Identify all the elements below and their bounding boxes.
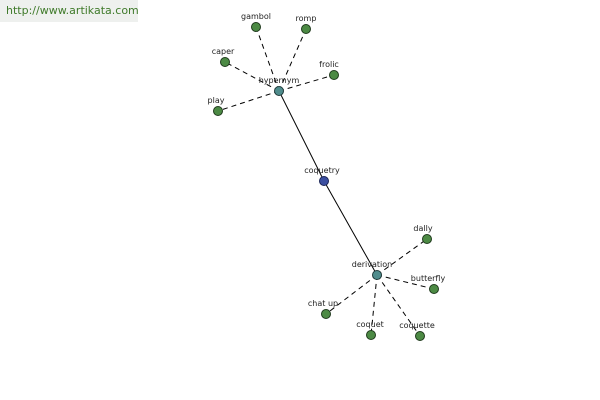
node-label-dally[interactable]: dally	[413, 224, 432, 233]
node-frolic[interactable]: frolic	[319, 60, 339, 80]
node-label-butterfly[interactable]: butterfly	[411, 274, 446, 283]
node-play[interactable]: play	[208, 96, 225, 116]
node-coquette[interactable]: coquette	[399, 321, 435, 341]
node-label-hypernym[interactable]: hypernym	[259, 76, 300, 85]
edge-hypernym-play	[217, 90, 280, 112]
node-label-coquette[interactable]: coquette	[399, 321, 435, 330]
node-dot-hypernym[interactable]	[274, 86, 284, 96]
node-dot-butterfly[interactable]	[429, 284, 439, 294]
node-label-derivation[interactable]: derivation	[352, 260, 392, 269]
node-caper[interactable]: caper	[212, 47, 235, 67]
edge-derivation-coquet	[370, 274, 378, 336]
node-dot-frolic[interactable]	[329, 70, 339, 80]
node-butterfly[interactable]: butterfly	[411, 274, 446, 294]
node-chat-up[interactable]: chat up	[308, 299, 338, 319]
node-label-caper[interactable]: caper	[212, 47, 235, 56]
node-dot-chat-up[interactable]	[321, 309, 331, 319]
node-dally[interactable]: dally	[413, 224, 433, 244]
node-derivation[interactable]: derivation	[352, 260, 392, 280]
node-dot-gambol[interactable]	[251, 22, 261, 32]
node-gambol[interactable]: gambol	[241, 12, 271, 32]
edge-coquetry-derivation	[323, 180, 378, 276]
node-dot-play[interactable]	[213, 106, 223, 116]
edge-hypernym-romp	[278, 28, 307, 92]
edge-hypernym-frolic	[278, 74, 335, 92]
edge-hypernym-gambol	[255, 26, 280, 92]
node-coquetry[interactable]: coquetry	[304, 166, 340, 186]
node-dot-dally[interactable]	[422, 234, 432, 244]
edge-derivation-dally	[376, 238, 428, 276]
node-label-frolic[interactable]: frolic	[319, 60, 339, 69]
node-label-coquet[interactable]: coquet	[356, 320, 384, 329]
edge-derivation-coquette	[376, 274, 421, 337]
node-dot-coquet[interactable]	[366, 330, 376, 340]
node-hypernym[interactable]: hypernym	[259, 76, 300, 96]
node-layer: coquetry hypernym derivation gambol romp cape…	[208, 12, 446, 341]
edge-hypernym-caper	[224, 61, 280, 92]
node-label-chat-up[interactable]: chat up	[308, 299, 338, 308]
edge-derivation-chat-up	[325, 274, 378, 315]
node-dot-romp[interactable]	[301, 24, 311, 34]
edge-layer	[217, 26, 435, 337]
node-label-coquetry[interactable]: coquetry	[304, 166, 340, 175]
source-link[interactable]: http://www.artikata.com	[0, 0, 139, 22]
node-dot-derivation[interactable]	[372, 270, 382, 280]
node-label-play[interactable]: play	[208, 96, 225, 105]
edge-derivation-butterfly	[376, 274, 435, 290]
node-dot-coquetry[interactable]	[319, 176, 329, 186]
node-label-gambol[interactable]: gambol	[241, 12, 271, 21]
node-coquet[interactable]: coquet	[356, 320, 384, 340]
node-dot-caper[interactable]	[220, 57, 230, 67]
node-romp[interactable]: romp	[296, 14, 317, 34]
node-dot-coquette[interactable]	[415, 331, 425, 341]
edge-coquetry-hypernym	[278, 90, 325, 182]
node-label-romp[interactable]: romp	[296, 14, 317, 23]
